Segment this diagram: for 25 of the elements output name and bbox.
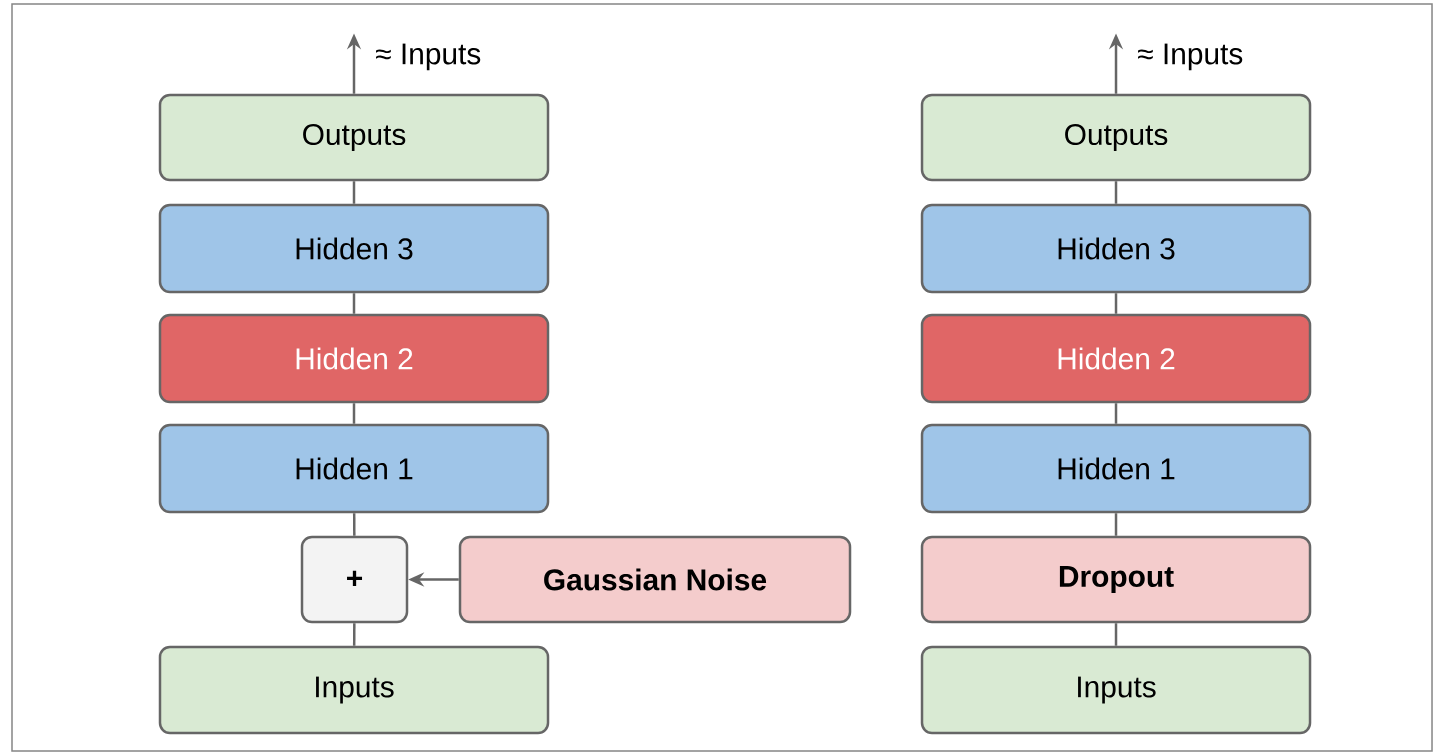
connector: [1114, 293, 1118, 314]
layer-box: Hidden 3: [158, 203, 550, 294]
sum-box: +: [300, 535, 409, 624]
connector: [1114, 403, 1118, 424]
layer-box: Outputs: [158, 93, 550, 182]
layer-box: Inputs: [920, 645, 1312, 735]
connector: [1114, 623, 1118, 646]
dropout-box: Dropout: [920, 535, 1312, 624]
connector: [352, 403, 356, 424]
layer-box: Hidden 1: [920, 423, 1312, 514]
output-label: ≈ Inputs: [376, 43, 481, 71]
layer-box: Outputs: [920, 93, 1312, 182]
output-label: ≈ Inputs: [1138, 43, 1243, 71]
layer-box: Hidden 1: [158, 423, 550, 514]
noise-box: Gaussian Noise: [458, 535, 852, 624]
connector: [1114, 181, 1118, 204]
layer-box: Inputs: [158, 645, 550, 735]
layer-box: Hidden 3: [920, 203, 1312, 294]
connector: [352, 623, 356, 646]
layer-box: Hidden 2: [920, 313, 1312, 404]
connector: [1114, 513, 1118, 536]
connector: [352, 293, 356, 314]
connector: [352, 181, 356, 204]
layer-box: Hidden 2: [158, 313, 550, 404]
connector: [352, 513, 356, 536]
